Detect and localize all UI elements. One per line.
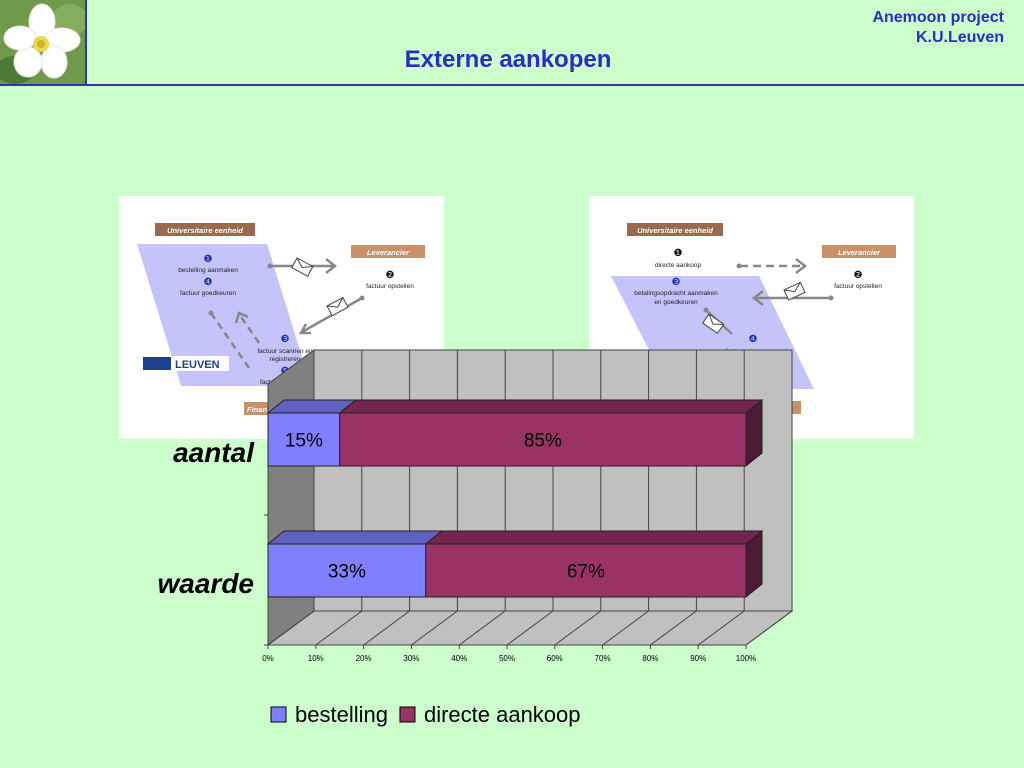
gridline [506, 610, 554, 646]
data-label: 33% [328, 562, 366, 583]
bar-segment-1 [339, 412, 747, 467]
bar-segment-1 [425, 543, 747, 598]
gridline [697, 610, 745, 646]
x-tick-label: 50% [499, 654, 515, 663]
gridline [458, 610, 506, 646]
finance-lane-banner [244, 402, 274, 415]
kuleuven-logo-text: LEUVEN [175, 359, 220, 371]
gridline [650, 610, 697, 646]
x-tick-label: 20% [356, 654, 372, 663]
gridline [745, 610, 793, 646]
x-tick-label: 90% [690, 654, 706, 663]
brand-block: Anemoon project K.U.Leuven [872, 8, 1004, 48]
envelope-icon [701, 313, 725, 335]
step-1-label: bestelling aanmaken [178, 267, 238, 274]
gridline [267, 610, 315, 646]
bar-top-1 [338, 399, 764, 414]
step-3-number: ❸ [672, 277, 681, 288]
univ-lane-label: Universitaire eenheid [167, 226, 243, 235]
step-3-label-a: factuur scannen en [257, 348, 313, 355]
step-4-label: factuur goedkeuren [180, 290, 236, 297]
header-vertical-rule [85, 0, 87, 86]
step-2-number: ❷ [386, 270, 395, 281]
gridline [602, 610, 649, 646]
envelope-icon [783, 281, 806, 301]
univ-lane-shape [137, 244, 311, 386]
step-5-label: fact [260, 379, 271, 386]
bar-segment-0 [267, 543, 427, 598]
x-tick-label: 0% [262, 654, 274, 663]
gridline [411, 610, 458, 646]
step-3-label-b: registreren [269, 356, 300, 363]
legend-label: bestelling [295, 702, 388, 727]
anemone-flower-logo [0, 0, 85, 85]
bar-side [745, 398, 763, 468]
x-tick-label: 100% [736, 654, 756, 663]
envelope-icon [291, 257, 314, 277]
bar-top-0 [266, 530, 444, 545]
x-tick-label: 30% [403, 654, 419, 663]
step-3-label-b: en goedkeuren [654, 299, 698, 306]
project-name: Anemoon project [872, 9, 1004, 26]
univ-lane-banner [627, 223, 723, 236]
step-4-number: ❹ [204, 277, 213, 288]
gridline [554, 610, 602, 646]
gridline [363, 610, 410, 646]
data-label: 15% [285, 431, 323, 452]
category-label: waarde [158, 568, 255, 599]
supplier-lane-label: Leverancier [367, 248, 410, 257]
gridline [315, 610, 363, 646]
arrow-dashed-up [237, 313, 261, 344]
step-2-label: factuur opstellen [834, 283, 882, 290]
process-diagram-directe-aankoop: Universitaire eenheid Leverancier ❶ dire… [589, 196, 914, 439]
step-2-number: ❷ [854, 270, 863, 281]
x-tick-label: 80% [642, 654, 658, 663]
category-label: aantal [173, 437, 255, 468]
slide-title: Externe aankopen [404, 46, 612, 73]
envelope-icon [326, 296, 349, 317]
step-3-label-a: betalingsopdracht aanmaken [634, 290, 718, 297]
bar-side [745, 529, 763, 599]
supplier-lane-banner [351, 245, 425, 258]
x-tick-label: 40% [451, 654, 467, 663]
data-label: 67% [567, 562, 605, 583]
data-label: 85% [524, 431, 562, 452]
step-1-number: ❶ [204, 254, 213, 265]
step-1-label: directe aankoop [655, 262, 702, 269]
step-3-number: ❸ [281, 334, 290, 345]
x-tick-label: 60% [547, 654, 563, 663]
header-horizontal-rule [0, 84, 1024, 86]
x-tick-label: 70% [595, 654, 611, 663]
x-tick-label: 10% [308, 654, 324, 663]
supplier-lane-banner [822, 245, 896, 258]
chart-side-wall [267, 349, 315, 646]
univ-lane-banner [155, 223, 255, 236]
step-4-number: ❹ [749, 334, 758, 345]
organization-name: K.U.Leuven [915, 29, 1004, 46]
bar-top-1 [424, 530, 764, 545]
finance-lane-label: Finan [247, 405, 267, 414]
step-1-number: ❶ [674, 248, 683, 259]
step-2-label: factuur opstellen [366, 283, 414, 290]
legend-swatch [270, 706, 287, 723]
univ-lane-label: Universitaire eenheid [637, 226, 713, 235]
supplier-lane-label: Leverancier [838, 248, 881, 257]
legend-label: directe aankoop [424, 702, 581, 727]
legend-swatch [399, 706, 416, 723]
bar-segment-0 [267, 412, 341, 467]
